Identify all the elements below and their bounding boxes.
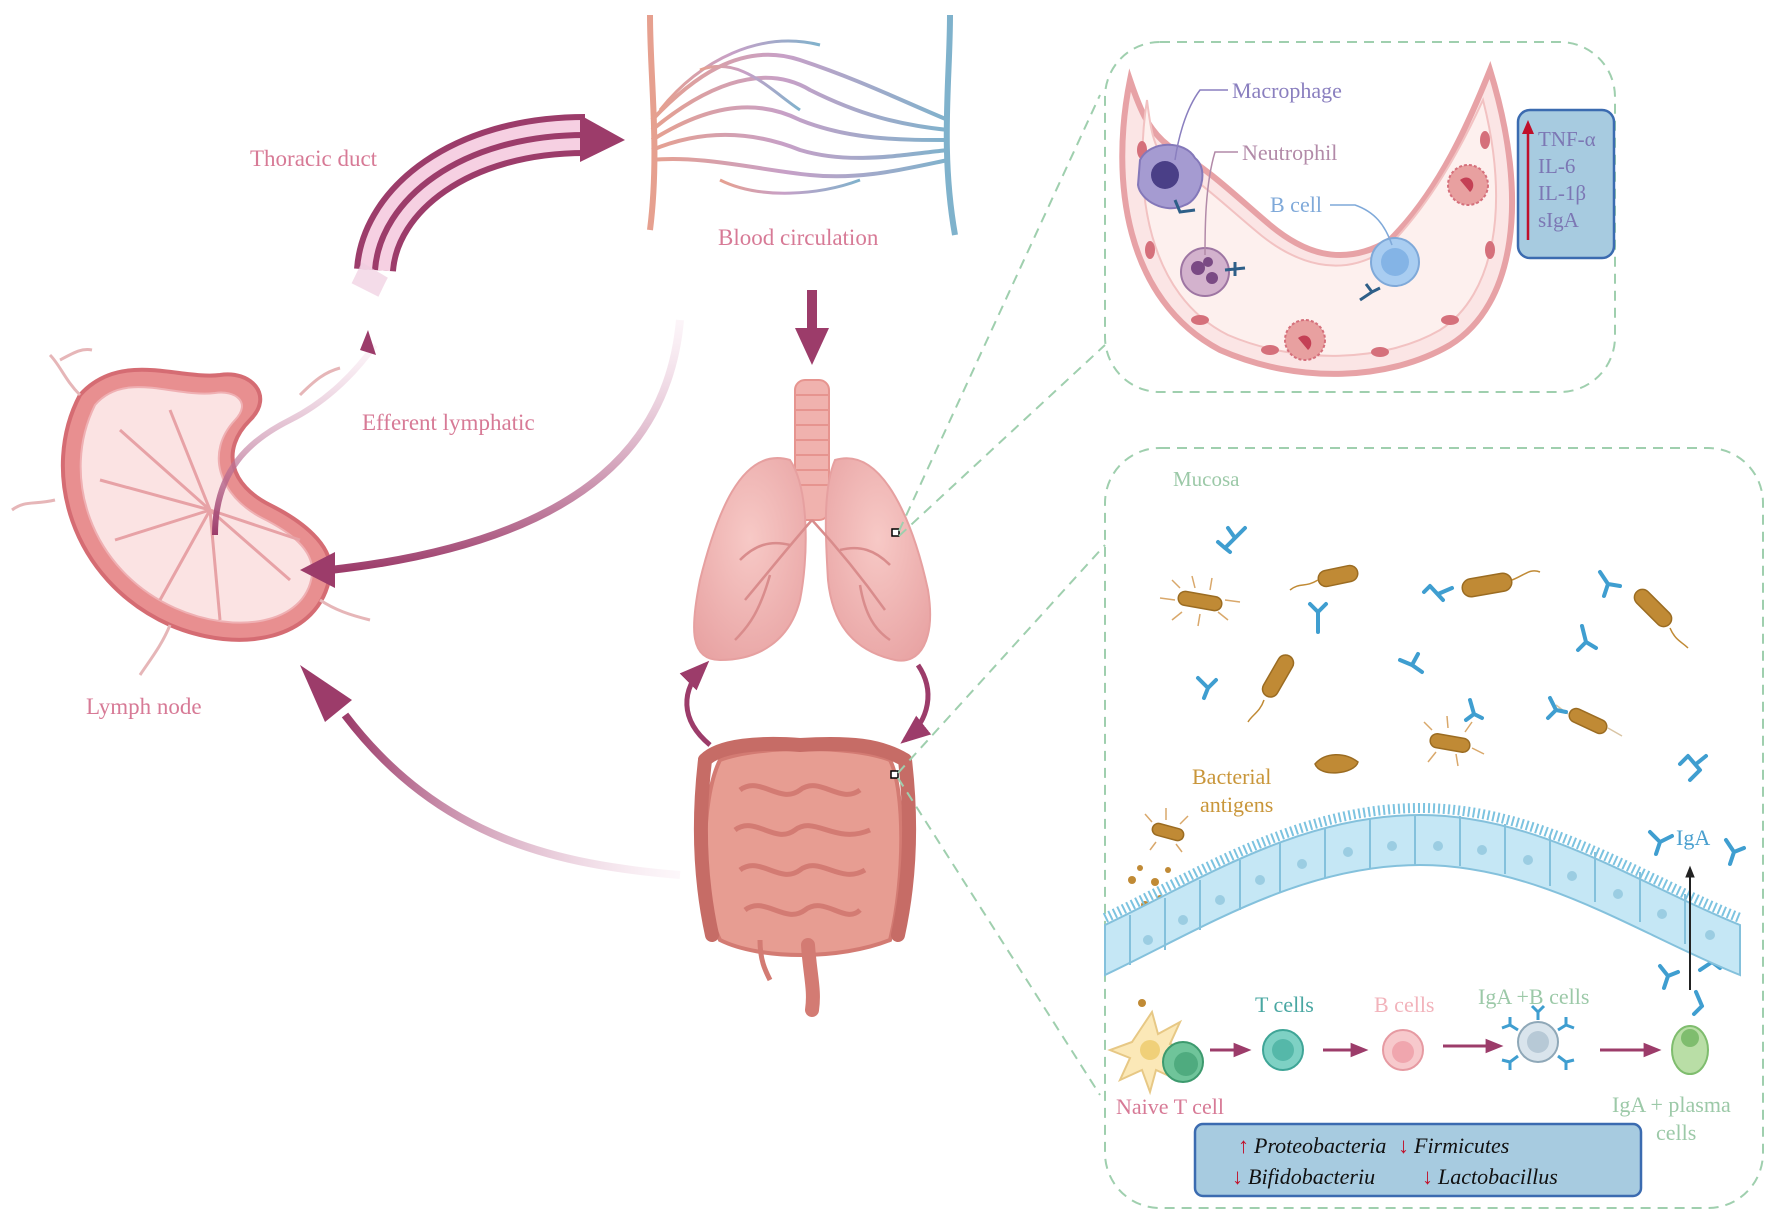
blood-circulation-label: Blood circulation [718,225,879,250]
antibody-icon [1308,602,1328,634]
firmicutes-label: Firmicutes [1413,1133,1509,1158]
antibody-icon [1398,652,1424,674]
iga-plasma-label-1: IgA + plasma [1612,1092,1731,1117]
mucosa-panel [1104,447,1764,1209]
cytokine-il1b: IL-1β [1538,181,1586,205]
antibody-icon [1648,830,1674,856]
alveolus-icon [1119,60,1516,377]
alveolus-panel [1104,41,1616,393]
bacterial-antigens-label-2: antigens [1200,792,1273,817]
bifidobacterium-label: Bifidobacteriu [1248,1164,1375,1189]
epithelium-icon [1102,802,1742,977]
lungs-icon [693,379,932,662]
cytokine-box [1516,108,1616,260]
bacterium-icon [1247,654,1295,723]
b-cell-label: B cell [1270,192,1322,217]
neutrophil-label: Neutrophil [1242,140,1337,165]
bacterium-icon [1633,588,1689,649]
bacterium-icon [1159,575,1241,627]
naive-t-cell-label: Naive T cell [1116,1094,1224,1119]
bacteria-icons [1144,564,1689,853]
b-cells-label: B cells [1374,992,1435,1017]
lymph-node-icon [11,348,371,676]
antibody-icon [1422,584,1454,602]
macrophage-icon [1136,143,1204,214]
macrophage-label: Macrophage [1232,78,1342,103]
bacterium-icon [1461,570,1541,598]
blood-vessels-icon [647,14,958,236]
antibody-icon [1576,624,1598,652]
iga-plasma-label-2: cells [1656,1120,1696,1145]
iga-b-cells-label: IgA +B cells [1478,984,1589,1009]
plasma-cell-icon [1671,1025,1709,1075]
antibody-icon [1598,570,1622,598]
proteobacteria-label: Proteobacteria [1253,1133,1386,1158]
lactobacillus-label: Lactobacillus [1437,1164,1558,1189]
proteobacteria-arrow: ↑ [1238,1133,1249,1158]
antibody-icon [1464,698,1484,722]
bifidobacterium-arrow: ↓ [1232,1164,1243,1189]
naive-t-cell-icon [1162,1041,1204,1083]
microbiota-box [1193,1122,1643,1198]
antibody-icon [1658,964,1680,990]
b-cell-seq-icon [1382,1029,1424,1071]
cytokine-il6: IL-6 [1538,154,1575,178]
antibody-icon [1692,990,1704,1016]
intestine-icon [693,736,917,1017]
bacterium-icon [1289,564,1359,591]
cytokine-siga: sIgA [1538,208,1580,232]
bacterium-icon [1314,754,1359,774]
bacterium-icon [1144,808,1189,853]
antibody-icon [1546,696,1568,720]
mucosa-label: Mucosa [1173,467,1240,491]
efferent-lymphatic-label: Efferent lymphatic [362,410,535,435]
zoom-connectors [897,94,1106,1096]
lymph-node-label: Lymph node [86,694,202,719]
antibody-icon [1216,526,1247,554]
up-arrow-icon [1522,120,1534,134]
thoracic-duct-label: Thoracic duct [250,146,378,171]
antibody-icon [1724,838,1746,866]
t-cells-label: T cells [1255,992,1314,1017]
cytokine-tnf: TNF-α [1538,127,1596,151]
t-cell-icon [1262,1029,1304,1071]
iga-label: IgA [1676,825,1710,850]
bacterial-antigens-label-1: Bacterial [1192,764,1271,789]
bacterium-icon [1423,715,1485,767]
lactobacillus-arrow: ↓ [1422,1164,1433,1189]
antibody-icon [1196,676,1218,700]
iga-b-cell-icon [1501,1004,1575,1070]
b-cell-icon [1359,237,1420,302]
thoracic-duct-icon [351,114,625,297]
bacterium-icon [1555,704,1623,737]
firmicutes-arrow: ↓ [1398,1133,1409,1158]
antibody-icons [1196,526,1746,1016]
antibody-icon [1678,754,1708,782]
